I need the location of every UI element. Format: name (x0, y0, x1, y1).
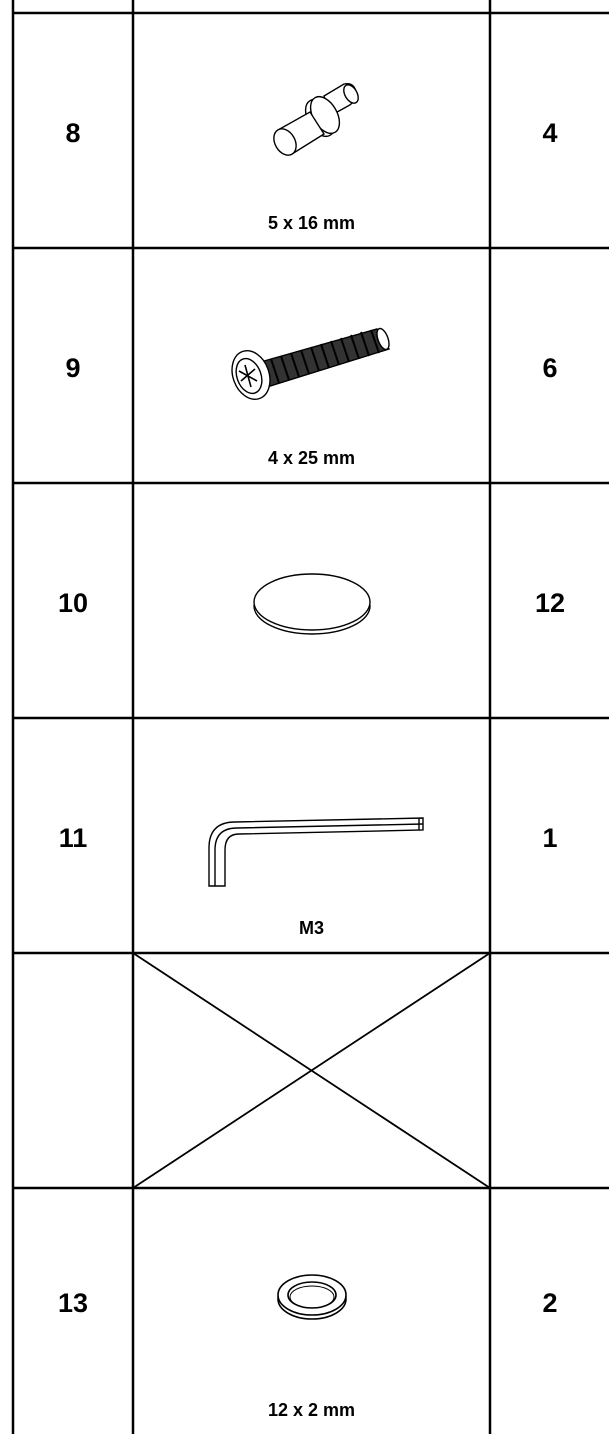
part-quantity: 6 (542, 353, 558, 383)
table-row: 8 5 x 16 mm (13, 13, 609, 248)
part-number: 8 (65, 118, 81, 148)
screw-icon (134, 323, 489, 413)
washer-icon (134, 1266, 489, 1326)
part-quantity: 1 (542, 823, 558, 853)
part-size: M3 (298, 918, 324, 938)
part-quantity: 2 (542, 1288, 558, 1318)
part-number: 13 (57, 1288, 89, 1318)
table-row: 11 M3 1 (13, 718, 609, 953)
part-number: 10 (57, 588, 89, 618)
part-size: 4 x 25 mm (267, 448, 356, 468)
dowel-pin-icon (134, 68, 489, 188)
table-row: 9 (13, 248, 609, 483)
part-size: 5 x 16 mm (267, 213, 356, 233)
table-row-empty (13, 953, 609, 1188)
part-number: 11 (58, 823, 88, 853)
part-size: 12 x 2 mm (267, 1400, 356, 1420)
part-cell: 12 x 2 mm (134, 1188, 489, 1434)
part-quantity: 4 (542, 118, 558, 148)
cover-cap-icon (134, 568, 489, 638)
part-cell: 5 x 16 mm (134, 13, 489, 248)
table-row: 10 12 (13, 483, 609, 718)
part-cell (134, 483, 489, 718)
table-row: 13 12 x 2 mm 2 (13, 1188, 609, 1434)
part-cell: 4 x 25 mm (134, 248, 489, 483)
part-number: 9 (65, 353, 81, 383)
part-cell: M3 (134, 718, 489, 953)
part-quantity: 12 (534, 588, 566, 618)
allen-key-icon (134, 808, 489, 888)
empty-cell-cross (132, 952, 491, 1189)
